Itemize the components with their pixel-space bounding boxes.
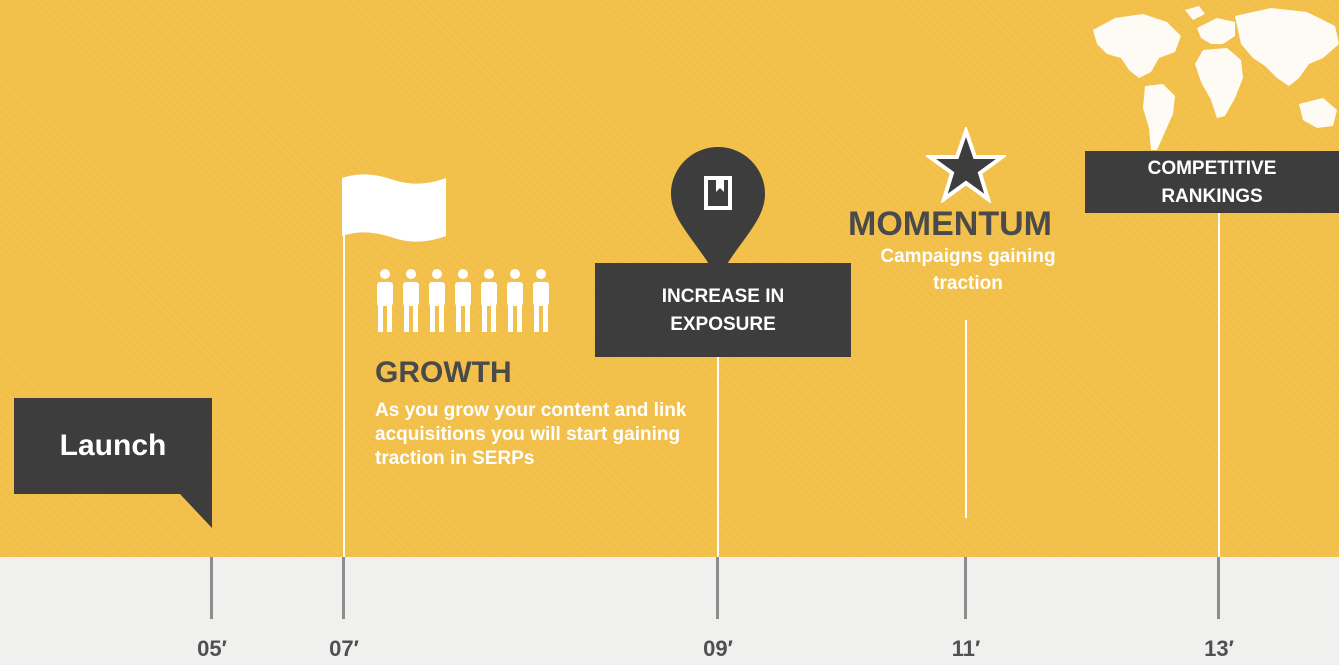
book-pin-icon xyxy=(671,147,765,279)
year-label-05: 05′ xyxy=(197,636,227,661)
momentum-connector-line xyxy=(965,320,967,518)
competitive-label-box: COMPETITIVE RANKINGS xyxy=(1085,151,1339,213)
tick-05 xyxy=(210,557,213,619)
competitive-label-line1: COMPETITIVE xyxy=(1147,158,1277,179)
growth-description: As you grow your content and link acquis… xyxy=(375,400,687,469)
flag-icon xyxy=(342,174,446,242)
exposure-label-line1: INCREASE IN xyxy=(661,286,785,307)
launch-callout-tail xyxy=(180,494,212,528)
year-label-13: 13′ xyxy=(1204,636,1234,661)
launch-label: Launch xyxy=(14,398,212,494)
momentum-desc-line2: traction xyxy=(933,273,1003,294)
growth-connector-line xyxy=(343,232,345,557)
tick-11 xyxy=(964,557,967,619)
tick-07 xyxy=(342,557,345,619)
people-icon xyxy=(377,269,549,332)
world-map-icon xyxy=(1093,6,1339,150)
tick-09 xyxy=(716,557,719,619)
tick-13 xyxy=(1217,557,1220,619)
timeline-axis-band xyxy=(0,557,1339,665)
momentum-description: Campaigns gaining traction xyxy=(846,243,1090,297)
year-label-07: 07′ xyxy=(329,636,359,661)
year-label-09: 09′ xyxy=(703,636,733,661)
competitive-label-line2: RANKINGS xyxy=(1161,186,1263,207)
momentum-title: MOMENTUM xyxy=(848,205,1052,243)
star-icon xyxy=(926,127,1006,203)
exposure-connector-line xyxy=(717,357,719,557)
year-label-11: 11′ xyxy=(951,636,981,661)
exposure-label-box: INCREASE IN EXPOSURE xyxy=(595,263,851,357)
competitive-connector-line xyxy=(1218,213,1220,557)
exposure-label-line2: EXPOSURE xyxy=(670,314,776,335)
growth-title: GROWTH xyxy=(375,356,512,389)
momentum-desc-line1: Campaigns gaining xyxy=(880,246,1056,267)
